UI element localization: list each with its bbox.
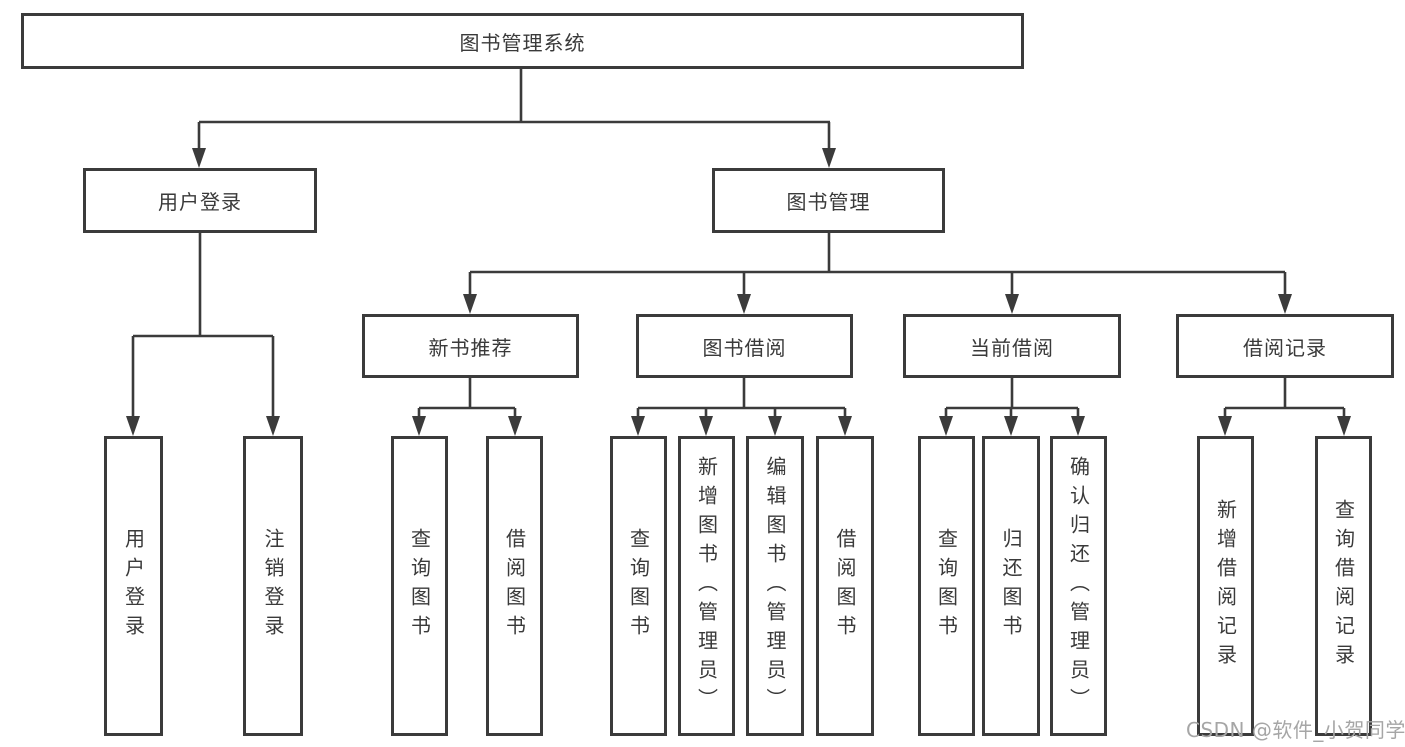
leaf-logout-login: 注销登录 — [243, 436, 303, 736]
node-book-management: 图书管理 — [712, 168, 945, 233]
node-new-book-recommend: 新书推荐 — [362, 314, 579, 378]
node-root-label: 图书管理系统 — [459, 30, 586, 55]
leaf-add-book-admin: 新增图书（管理员） — [678, 436, 735, 736]
leaf-confirm-return-admin: 确认归还（管理员） — [1050, 436, 1107, 736]
connector-new-book-children — [412, 378, 522, 436]
arrow-down-icon — [631, 416, 645, 436]
connector-current-borrow-children — [939, 378, 1085, 436]
node-user-login: 用户登录 — [83, 168, 317, 233]
leaf-borrow-books-recommend: 借阅图书 — [486, 436, 543, 736]
arrow-down-icon — [822, 148, 836, 168]
node-book-borrow-label: 图书借阅 — [702, 335, 787, 360]
leaf-edit-book-admin-label: 编辑图书（管理员） — [763, 455, 787, 717]
leaf-query-books-recommend: 查询图书 — [391, 436, 448, 736]
connector-user-login-children — [126, 233, 280, 436]
node-book-management-label: 图书管理 — [786, 190, 871, 214]
node-book-borrow: 图书借阅 — [636, 314, 853, 378]
arrow-down-icon — [699, 416, 713, 436]
node-current-borrow-label: 当前借阅 — [970, 335, 1054, 360]
connector-root-to-level2 — [192, 68, 836, 168]
leaf-query-books-borrow: 查询图书 — [610, 436, 667, 736]
arrow-down-icon — [939, 416, 953, 436]
leaf-return-book-label: 归还图书 — [999, 528, 1023, 644]
arrow-down-icon — [1337, 416, 1351, 436]
node-current-borrow: 当前借阅 — [903, 314, 1121, 378]
leaf-logout-login-label: 注销登录 — [261, 528, 285, 644]
leaf-add-borrow-record: 新增借阅记录 — [1197, 436, 1254, 736]
leaf-query-borrow-record: 查询借阅记录 — [1315, 436, 1372, 736]
arrow-down-icon — [1278, 294, 1292, 314]
leaf-edit-book-admin: 编辑图书（管理员） — [746, 436, 804, 736]
leaf-user-login-label: 用户登录 — [121, 528, 146, 644]
arrow-down-icon — [768, 416, 782, 436]
connector-book-mgmt-to-level3 — [463, 233, 1292, 314]
arrow-down-icon — [126, 416, 140, 436]
node-borrow-records-label: 借阅记录 — [1243, 335, 1327, 360]
leaf-query-books-current-label: 查询图书 — [934, 528, 959, 644]
arrow-down-icon — [838, 416, 852, 436]
watermark: CSDN @软件_小贺同学 — [1186, 718, 1405, 742]
arrow-down-icon — [1071, 416, 1085, 436]
node-new-book-recommend-label: 新书推荐 — [428, 335, 513, 360]
leaf-confirm-return-admin-label: 确认归还（管理员） — [1066, 455, 1091, 717]
leaf-borrow-books-recommend-label: 借阅图书 — [502, 528, 527, 644]
node-root: 图书管理系统 — [21, 13, 1024, 69]
arrow-down-icon — [463, 294, 477, 314]
arrow-down-icon — [737, 294, 751, 314]
arrow-down-icon — [508, 416, 522, 436]
leaf-borrow-book-label: 借阅图书 — [833, 528, 857, 644]
node-user-login-label: 用户登录 — [158, 190, 242, 214]
leaf-add-borrow-record-label: 新增借阅记录 — [1213, 499, 1238, 673]
arrow-down-icon — [266, 416, 280, 436]
leaf-add-book-admin-label: 新增图书（管理员） — [694, 455, 719, 717]
arrow-down-icon — [1005, 294, 1019, 314]
connector-book-borrow-children — [631, 378, 852, 436]
arrow-down-icon — [192, 148, 206, 168]
leaf-borrow-book: 借阅图书 — [816, 436, 874, 736]
node-borrow-records: 借阅记录 — [1176, 314, 1394, 378]
leaf-query-borrow-record-label: 查询借阅记录 — [1331, 499, 1356, 673]
arrow-down-icon — [1004, 416, 1018, 436]
leaf-query-books-current: 查询图书 — [918, 436, 975, 736]
leaf-query-books-borrow-label: 查询图书 — [626, 528, 651, 644]
leaf-query-books-recommend-label: 查询图书 — [407, 528, 432, 644]
leaf-return-book: 归还图书 — [982, 436, 1040, 736]
connector-borrow-records-children — [1218, 378, 1351, 436]
arrow-down-icon — [412, 416, 426, 436]
arrow-down-icon — [1218, 416, 1232, 436]
leaf-user-login: 用户登录 — [104, 436, 163, 736]
